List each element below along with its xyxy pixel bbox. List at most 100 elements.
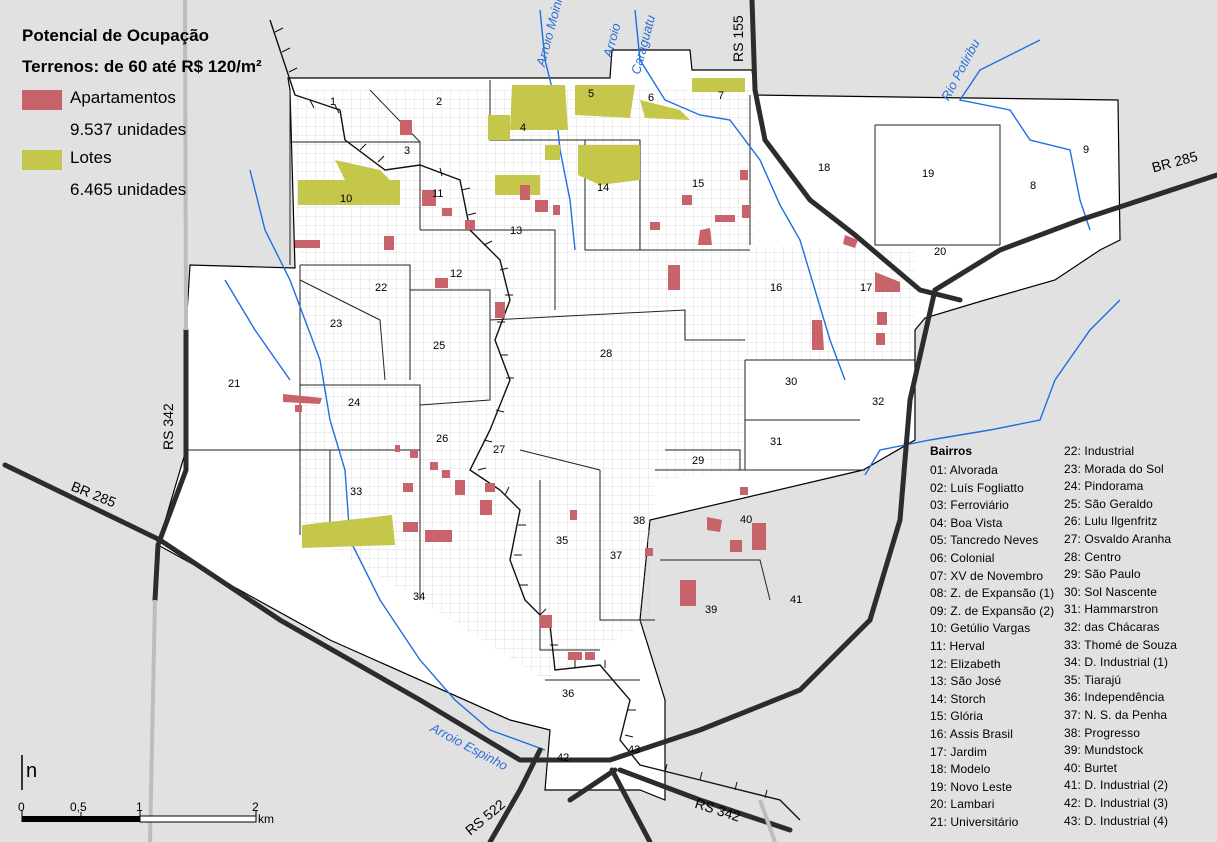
bairro-item: 21: Universitário (930, 815, 1019, 829)
apartments-swatch (22, 90, 62, 110)
neighborhood-label: 3 (404, 145, 411, 157)
neighborhood-label: 25 (433, 340, 446, 352)
lot-area (495, 175, 540, 195)
bairro-item: 25: São Geraldo (1064, 496, 1153, 511)
neighborhood-label: 10 (340, 193, 353, 205)
neighborhood-label: 42 (557, 752, 570, 764)
bairro-item: 42: D. Industrial (3) (1064, 796, 1169, 810)
bairro-item: 20: Lambari (930, 797, 995, 812)
legend-apartments-count: 9.537 unidades (70, 120, 187, 139)
apartment-area (876, 333, 885, 345)
bairro-item: 18: Modelo (930, 762, 991, 777)
apartment-area (535, 200, 548, 212)
neighborhood-label: 11 (432, 188, 444, 200)
apartment-area (485, 483, 495, 492)
lot-area (335, 160, 390, 180)
apartment-area (410, 450, 418, 458)
neighborhood-label: 4 (520, 122, 527, 134)
bairro-item: 30: Sol Nascente (1064, 584, 1157, 599)
neighborhood-label: 9 (1083, 144, 1090, 156)
north-label: n (26, 760, 38, 782)
lot-area (510, 85, 568, 130)
bairro-item: 40: Burtet (1064, 760, 1118, 775)
neighborhood-label: 13 (510, 225, 523, 237)
apartment-area (400, 120, 412, 135)
apartment-area (877, 312, 887, 325)
neighborhood-label: 40 (740, 514, 753, 526)
bairro-item: 34: D. Industrial (1) (1064, 655, 1169, 670)
apartment-area (435, 278, 448, 288)
bairro-item: 10: Getúlio Vargas (930, 621, 1031, 636)
bairro-item: 17: Jardim (930, 744, 988, 759)
apartment-area (540, 615, 552, 628)
apartment-area (843, 235, 858, 248)
lot-area (488, 115, 510, 140)
lots-areas (298, 78, 745, 548)
scale-bar (21, 810, 257, 823)
apartment-area (422, 190, 436, 206)
bairro-item: 01: Alvorada (930, 463, 998, 477)
apartment-area (403, 522, 418, 532)
bairro-item: 11: Herval (930, 639, 985, 653)
neighborhood-label: 38 (633, 515, 646, 527)
bairro-item: 03: Ferroviário (930, 498, 1009, 513)
neighborhood-label: 19 (922, 168, 935, 180)
scale-unit-label: km (258, 812, 274, 826)
neighborhood-label: 35 (556, 535, 569, 547)
apartment-area (812, 320, 824, 350)
apartment-area (430, 462, 438, 470)
bairro-item: 38: Progresso (1064, 725, 1141, 740)
lot-area (545, 145, 560, 160)
railway-ticks (274, 27, 768, 799)
neighborhood-label: 27 (493, 444, 506, 456)
rs342-south-highway (617, 767, 793, 833)
apartment-area (495, 302, 505, 318)
br285-highway (2, 172, 1217, 763)
apartment-area (395, 445, 400, 452)
scale-tick-label: 0,5 (70, 800, 87, 814)
bairro-item: 04: Boa Vista (930, 515, 1003, 530)
lot-area (302, 515, 395, 548)
bairro-item: 13: São José (930, 674, 1002, 689)
bairro-item: 09: Z. de Expansão (2) (930, 603, 1055, 618)
apartment-area (680, 580, 696, 606)
rs155-highway (749, 0, 963, 303)
scale-tick-label: 2 (252, 800, 259, 814)
apartment-area (384, 236, 394, 250)
neighborhood-label: 2 (436, 96, 443, 108)
neighborhood-label: 20 (934, 246, 947, 258)
bairro-item: 27: Osvaldo Aranha (1064, 532, 1172, 546)
neighborhood-label: 12 (450, 268, 463, 280)
bairro-item: 28: Centro (1064, 549, 1122, 564)
apartment-area (645, 548, 653, 556)
bairro-item: 22: Industrial (1064, 444, 1135, 458)
apartment-area (742, 205, 750, 218)
apartment-area (553, 205, 560, 215)
arroio-caraguatu-river (634, 9, 846, 381)
bairro-item: 33: Thomé de Souza (1064, 637, 1177, 652)
apartment-area (480, 500, 492, 515)
bairro-item: 39: Mundstock (1064, 743, 1144, 758)
apartment-area (442, 470, 450, 478)
bairro-item: 24: Pindorama (1064, 479, 1144, 494)
apartment-area (875, 272, 900, 292)
neighborhood-label: 8 (1030, 180, 1037, 192)
map-subtitle: Terrenos: de 60 até R$ 120/m² (22, 57, 262, 76)
neighborhood-label: 37 (610, 550, 623, 562)
neighborhood-label: 15 (692, 178, 705, 190)
apartment-area (740, 170, 748, 180)
neighborhood-label: 5 (588, 88, 595, 100)
scale-tick-label: 1 (136, 800, 143, 814)
road-label-rs342-west: RS 342 (160, 403, 176, 450)
rivers (224, 9, 1121, 751)
bairro-item: 29: São Paulo (1064, 567, 1141, 582)
road-label-rs155: RS 155 (730, 15, 746, 62)
bairro-item: 32: das Chácaras (1064, 620, 1160, 634)
rs522-highway (487, 747, 543, 842)
neighborhood-label: 31 (770, 436, 783, 448)
lot-area (578, 145, 640, 185)
railway (269, 19, 801, 821)
neighborhood-label: 43 (628, 744, 641, 756)
